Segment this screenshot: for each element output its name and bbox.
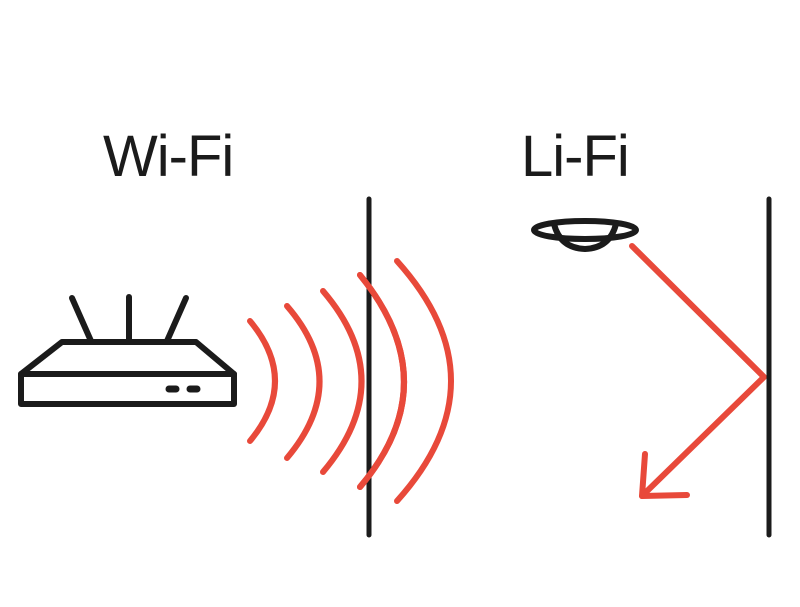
wave-through-wall (357, 272, 407, 490)
router-icon (18, 294, 237, 407)
wifi-title: Wi-Fi (103, 124, 234, 189)
lifi-title: Li-Fi (521, 124, 630, 189)
ceiling-lamp-icon (531, 218, 639, 253)
light-ray (629, 243, 767, 499)
wifi-waves (247, 258, 454, 504)
